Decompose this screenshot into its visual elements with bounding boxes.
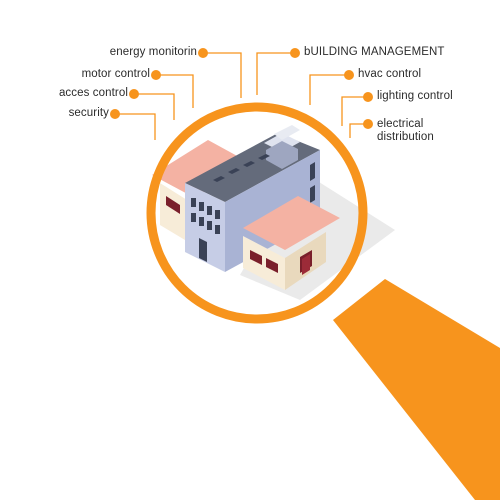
leader-lines [118,52,365,140]
orange-dot-icon [129,89,139,99]
leader-line-motor [159,74,194,108]
magnifier-lens [146,102,368,324]
label-motor-control: motor control [81,68,150,80]
orange-dot-icon [363,119,373,129]
label-electrical-line1: electrical [377,118,424,130]
orange-dot-icons [110,48,373,129]
leader-line-security [118,113,156,140]
label-lighting-control: lighting control [377,90,453,102]
label-building-management: bUILDING MANAGEMENT [304,46,445,58]
label-acces-control: acces control [58,87,128,99]
orange-dot-icon [344,70,354,80]
orange-dot-icon [198,48,208,58]
orange-dot-icon [110,109,120,119]
orange-dot-icon [151,70,161,80]
leader-line-acces [137,93,175,120]
leader-line-building [256,52,292,95]
label-security: security [68,107,109,119]
leader-line-electrical [349,123,365,138]
building-icon [152,125,340,290]
label-hvac-control: hvac control [358,68,422,80]
label-electrical-distribution: electrical distribution [377,118,434,144]
magnifier-handle [333,279,500,500]
orange-dot-icon [363,92,373,102]
leader-line-lighting [341,96,365,126]
label-electrical-line2: distribution [377,131,434,143]
label-energy-monitoring: energy monitorin [109,46,197,58]
leader-line-energy [206,52,242,98]
orange-dot-icon [290,48,300,58]
leader-line-hvac [309,74,346,105]
